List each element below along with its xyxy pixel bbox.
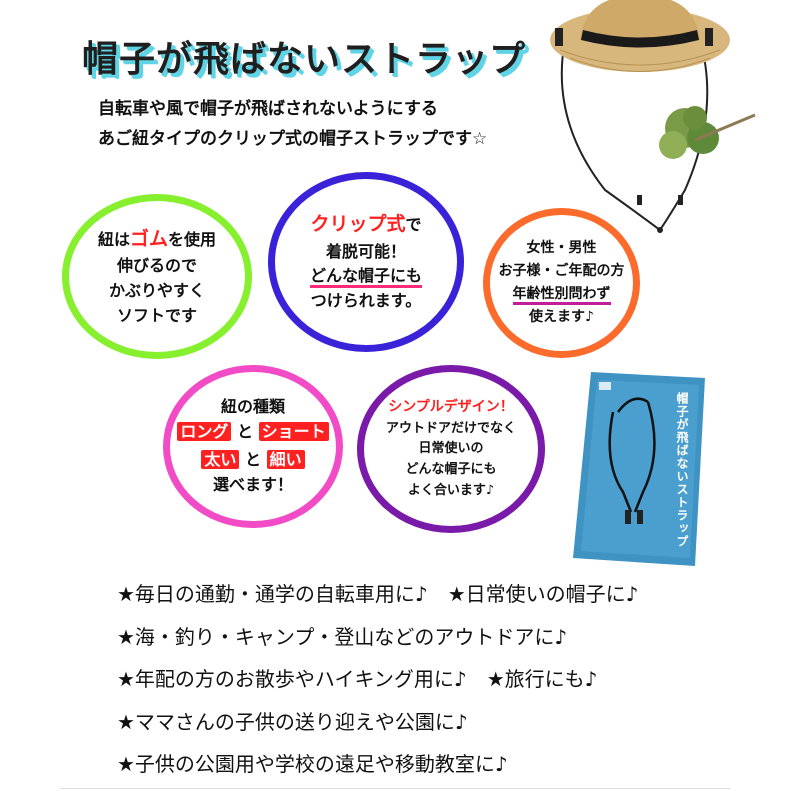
green-line-1a: 紐は: [97, 229, 130, 249]
straw-hat-photo: [550, 0, 756, 233]
purple-line-4: どんな帽子にも: [405, 462, 497, 478]
intro-line-1: 自転車や風で帽子が飛ばされないようにする: [98, 99, 438, 119]
feature-circle-clip: クリップ式で 着脱可能！ どんな帽子にも つけられます。: [268, 172, 464, 352]
greenery-photo: [659, 106, 756, 159]
feature-list: ★毎日の通勤・通学の自転車用に♪ ★日常使いの帽子に♪ ★海・釣り・キャンプ・登…: [117, 573, 638, 786]
list-item: ★子供の公園用や学校の遠足や移動教室に♪: [117, 752, 508, 776]
orange-line-3: 年齢性別問わず: [512, 286, 611, 305]
list-item: ★年配の方のお散歩やハイキング用に♪ ★旅行にも♪: [117, 667, 598, 691]
feature-circle-anyone: 女性・男性 お子様・ご年配の方 年齢性別問わず 使えます♪: [483, 208, 640, 358]
page-title: 帽子が飛ばないストラップ: [82, 39, 527, 80]
feature-circle-elastic: 紐はゴムを使用 伸びるので かぶりやすく ソフトです: [62, 194, 252, 359]
pink-line-1: 紐の種類: [220, 397, 285, 417]
thin-label: 細い: [266, 450, 305, 469]
green-line-1c: を使用: [168, 229, 217, 249]
rubber-highlight: ゴム: [129, 227, 168, 250]
blue-line-4: つけられます。: [310, 291, 422, 311]
green-line-3: かぶりやすく: [108, 280, 205, 300]
short-label: ショート: [258, 422, 329, 442]
list-item: ★海・釣り・キャンプ・登山などのアウトドアに♪: [117, 624, 568, 649]
pink-and-2: と: [244, 450, 261, 469]
green-line-4: ソフトです: [116, 305, 197, 325]
feature-circle-design: シンプルデザイン！ アウトドアだけでなく 日常使いの どんな帽子にも よく合いま…: [357, 365, 545, 533]
strap-package-photo: 帽子が飛ばないストラップ: [573, 372, 705, 566]
orange-line-4: 使えます♪: [529, 309, 594, 326]
purple-line-2: アウトドアだけでなく: [385, 420, 516, 436]
feature-circle-types: 紐の種類 ロング と ショート 太い と 細い 選べます！: [163, 365, 343, 528]
purple-line-5: よく合います♪: [407, 482, 495, 498]
list-item: ★ママさんの子供の送り迎えや公園に♪: [117, 709, 468, 734]
package-vertical-title: 帽子が飛ばないストラップ: [675, 392, 689, 548]
blue-line-1b: で: [405, 215, 422, 235]
intro-line-2: あご紐タイプのクリップ式の帽子ストラップです☆: [98, 129, 488, 149]
purple-line-3: 日常使いの: [418, 441, 484, 457]
pink-and-1: と: [236, 422, 253, 442]
orange-line-2: お子様・ご年配の方: [498, 262, 625, 279]
blue-line-2: 着脱可能！: [325, 241, 406, 261]
purple-line-1: シンプルデザイン！: [388, 399, 514, 416]
orange-line-1: 女性・男性: [526, 239, 597, 256]
blue-line-3: どんな帽子にも: [309, 266, 422, 289]
list-item: ★毎日の通勤・通学の自転車用に♪ ★日常使いの帽子に♪: [117, 582, 639, 606]
thick-label: 太い: [201, 450, 240, 469]
green-line-2: 伸びるので: [116, 256, 197, 276]
pink-line-4: 選べます！: [212, 474, 293, 494]
bottom-divider: [60, 788, 730, 789]
long-label: ロング: [177, 422, 232, 442]
clip-highlight: クリップ式: [310, 213, 406, 236]
